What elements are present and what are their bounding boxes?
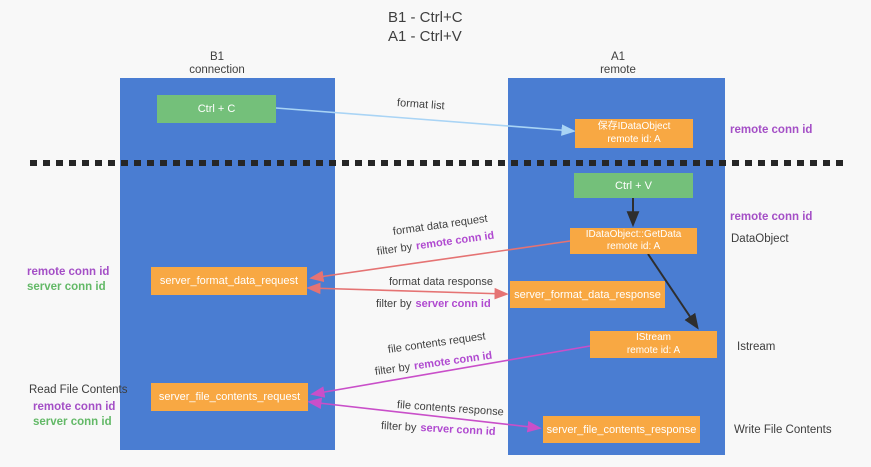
box-ctrl-v: Ctrl + V: [574, 173, 693, 198]
title-line-1: B1 - Ctrl+C: [388, 9, 463, 26]
filter-by-text: filter by: [376, 298, 412, 310]
box-istream-line1: IStream: [635, 332, 671, 343]
istream-label: Istream: [737, 341, 776, 353]
remote-conn-id-label: remote conn id: [27, 266, 110, 278]
arrow-format-data-response: [306, 282, 509, 300]
filter-by-text: filter by: [376, 241, 413, 258]
box-idataobject-getdata-line2: remote id: A: [606, 241, 661, 252]
remote-conn-id-highlight: remote conn id: [413, 349, 493, 373]
write-file-contents-label: Write File Contents: [734, 424, 832, 436]
title-line-2: A1 - Ctrl+V: [388, 28, 462, 45]
box-istream-line2: remote id: A: [626, 344, 681, 356]
box-server-format-data-response: server_format_data_response: [510, 281, 665, 308]
lane-header-b1: B1 connection: [157, 51, 277, 77]
box-ctrl-c: Ctrl + C: [157, 95, 276, 123]
box-save-idataobject: 保存IDataObject remote id: A: [575, 119, 693, 148]
read-file-contents-label: Read File Contents: [29, 384, 128, 396]
lane-b1-subtitle: connection: [189, 64, 245, 76]
dataobject-label: DataObject: [731, 233, 789, 245]
left-conn-id-stack-2: remote conn id server conn id: [33, 400, 115, 430]
box-server-file-contents-request: server_file_contents_request: [151, 383, 308, 411]
box-server-file-contents-request-label: server_file_contents_request: [158, 391, 301, 403]
box-istream: IStream remote id: A: [590, 331, 717, 358]
remote-conn-id-label-mid: remote conn id: [730, 211, 813, 223]
lane-a1-subtitle: remote: [600, 64, 636, 76]
server-conn-id-highlight: server conn id: [420, 422, 496, 438]
label-format-data-response: format data response: [389, 276, 493, 288]
server-conn-id-label: server conn id: [33, 416, 112, 428]
box-save-idataobject-line1: 保存IDataObject: [597, 121, 671, 132]
box-save-idataobject-line2: remote id: A: [607, 133, 661, 145]
box-idataobject-getdata-line1: IDataObject::GetData: [585, 228, 682, 240]
left-conn-id-stack-1: remote conn id server conn id: [27, 265, 109, 295]
box-server-file-contents-response-label: server_file_contents_response: [546, 423, 697, 436]
server-conn-id-label: server conn id: [27, 281, 106, 293]
box-ctrl-c-label: Ctrl + C: [197, 103, 236, 115]
box-server-format-data-response-label: server_format_data_response: [514, 288, 661, 301]
filter-by-text: filter by: [374, 361, 411, 378]
diagram-title: B1 - Ctrl+C A1 - Ctrl+V: [388, 8, 463, 46]
box-idataobject-getdata: IDataObject::GetData remote id: A: [570, 228, 697, 254]
lane-b1-name: B1: [209, 51, 225, 63]
server-conn-id-highlight: server conn id: [415, 298, 491, 310]
box-server-file-contents-response: server_file_contents_response: [543, 416, 700, 443]
filter-by-text: filter by: [380, 420, 417, 434]
box-server-format-data-request: server_format_data_request: [151, 267, 307, 295]
box-ctrl-v-label: Ctrl + V: [615, 179, 652, 192]
label-file-contents-response: file contents response: [396, 399, 505, 419]
box-server-format-data-request-label: server_format_data_request: [159, 275, 299, 287]
remote-conn-id-label-top: remote conn id: [730, 124, 813, 136]
lane-header-a1: A1 remote: [558, 51, 678, 77]
lane-a1-name: A1: [610, 51, 626, 63]
remote-conn-id-label: remote conn id: [33, 401, 116, 413]
label-format-list: format list: [396, 97, 445, 113]
